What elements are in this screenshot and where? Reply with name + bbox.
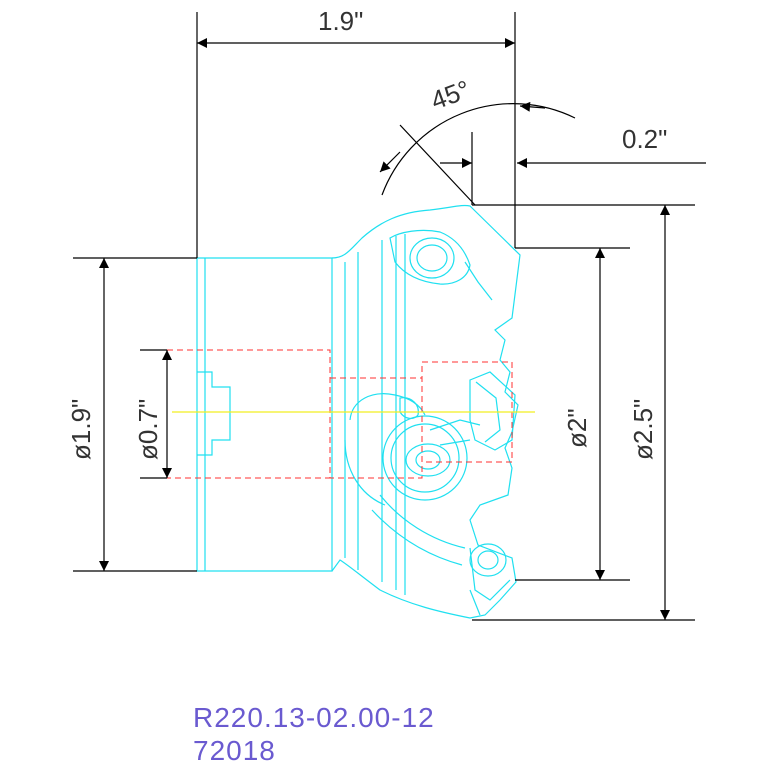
hidden-bore-lines <box>167 349 513 479</box>
cutting-diameter-label: ø2" <box>562 408 592 448</box>
part-number: R220.13-02.00-12 <box>193 702 435 733</box>
dim-shank-diameter: ø1.9" <box>66 257 197 572</box>
dim-overall-length: 1.9" <box>196 6 516 258</box>
dim-outer-diameter: ø2.5" <box>472 205 695 621</box>
bore-diameter-label: ø0.7" <box>133 399 163 460</box>
chamfer-offset-label: 0.2" <box>622 124 667 154</box>
shank-diameter-label: ø1.9" <box>66 399 96 460</box>
dim-chamfer: 45° 0.2" <box>379 74 706 206</box>
chamfer-angle-label: 45° <box>427 74 474 116</box>
dim-bore-diameter: ø0.7" <box>133 349 172 479</box>
cutter-body-outline <box>196 204 521 619</box>
outer-diameter-label: ø2.5" <box>628 399 658 460</box>
overall-length-label: 1.9" <box>318 6 363 36</box>
part-code: 72018 <box>193 735 276 766</box>
dim-cutting-diameter: ø2" <box>515 247 630 581</box>
